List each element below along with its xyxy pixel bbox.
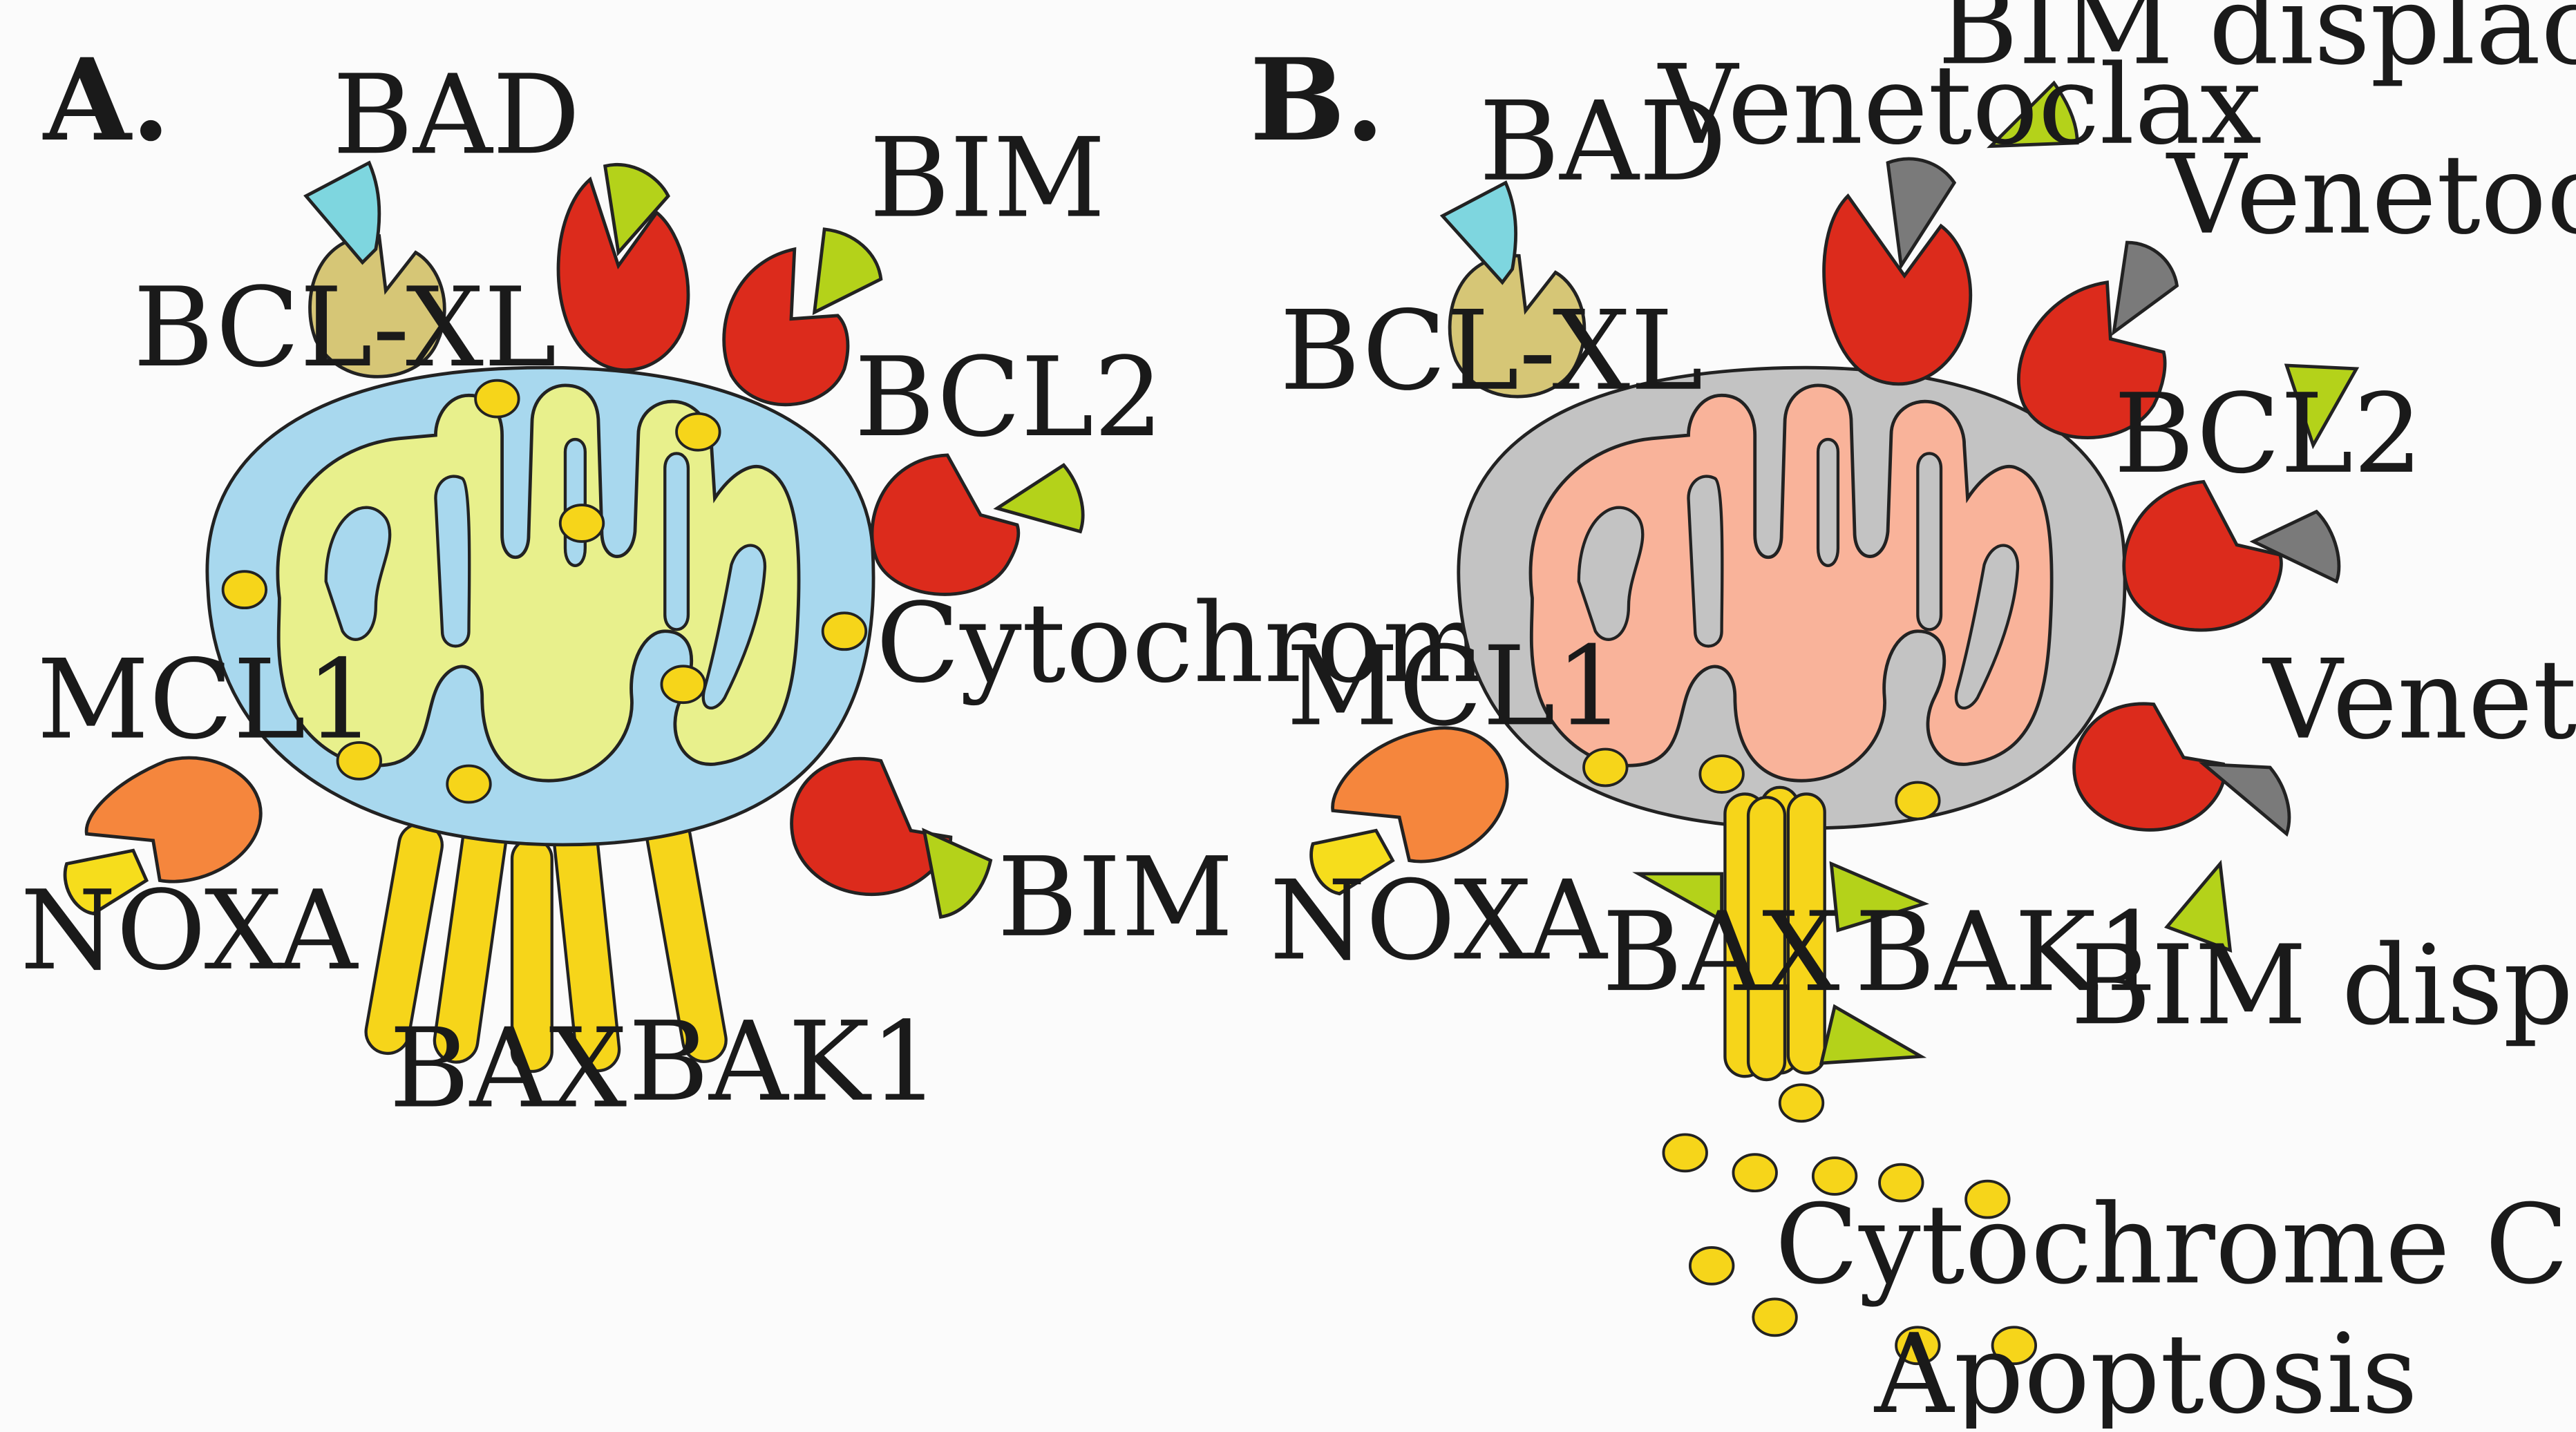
mcl1-protein-b — [1309, 726, 1509, 896]
bcl2-protein-b1 — [1822, 157, 1973, 386]
label-mcl1-a: MCL1 — [37, 637, 375, 764]
bcl2-protein-b3 — [2122, 479, 2341, 632]
label-bim-top-a: BIM — [869, 115, 1106, 242]
mitochondrion-a — [205, 365, 875, 847]
bcl2-protein-a4 — [790, 756, 993, 919]
label-cytochrome-c-b: Cytochrome C — [1775, 1181, 2569, 1308]
label-bak1-a: BAK1 — [628, 999, 940, 1126]
panel-a: A. — [20, 33, 1669, 1133]
label-venetoclax-3-b: Venetoclax — [2262, 637, 2576, 764]
bim-ligand-a2 — [812, 227, 883, 316]
label-bax-b: BAX — [1602, 889, 1839, 1016]
panel-b: B. — [1250, 0, 2576, 1432]
bim-ligand-a4 — [922, 828, 993, 919]
label-bad-a: BAD — [332, 52, 580, 179]
bim-displaced-top-b — [1987, 80, 2079, 149]
label-bim-bottom-a: BIM — [997, 834, 1233, 962]
bcl2-protein-b4 — [2072, 702, 2291, 837]
label-bcl-xl-a: BCL-XL — [133, 265, 557, 392]
label-bax-a: BAX — [389, 1005, 627, 1132]
bcl-xl-protein-b — [1439, 180, 1587, 399]
bim-displaced-mid-b — [2284, 363, 2360, 450]
bcl2-protein-b2 — [2017, 240, 2179, 439]
label-mcl1-b: MCL1 — [1287, 623, 1625, 750]
label-noxa-b: NOXA — [1270, 857, 1609, 984]
label-bak1-b: BAK1 — [1855, 889, 2166, 1016]
label-bcl2-b: BCL2 — [2114, 371, 2423, 498]
venetoclax-drug-b2 — [2111, 240, 2179, 336]
noxa-ligand-a — [63, 848, 149, 916]
label-bcl-xl-b: BCL-XL — [1280, 288, 1703, 415]
label-bim-displacement-bottom-b: BIM displacement — [2071, 922, 2576, 1049]
label-bcl2-a: BCL2 — [854, 334, 1163, 461]
label-venetoclax-2-b: Venetoclax — [2166, 132, 2576, 259]
label-venetoclax-1-b: Venetoclax — [1657, 42, 2262, 169]
bcl2-protein-a2 — [722, 227, 883, 407]
bax-bak-pore-b — [1723, 785, 1826, 1082]
bim-ligand-a1 — [603, 162, 670, 256]
label-apoptosis-b: Apoptosis — [1874, 1311, 2418, 1429]
bcl-xl-protein-a — [303, 160, 446, 379]
mcl1-protein-a — [63, 756, 263, 916]
bim-displaced-bottom-b — [2164, 859, 2233, 953]
mitochondrion-b — [1457, 365, 2127, 830]
panel-b-label: B. — [1250, 33, 1385, 166]
label-bad-b: BAD — [1479, 79, 1727, 206]
bcl2-protein-a3 — [870, 453, 1085, 596]
bad-ligand-a — [303, 160, 381, 265]
label-bim-displacement-top-b: BIM displacement — [1938, 0, 2576, 89]
panel-a-label: A. — [42, 33, 171, 166]
bim-ligand-a3 — [993, 463, 1085, 534]
noxa-ligand-b — [1309, 828, 1395, 896]
bcl2-protein-a1 — [556, 162, 690, 372]
bad-ligand-b — [1439, 180, 1518, 285]
venetoclax-drug-b4 — [2198, 762, 2291, 837]
venetoclax-drug-b3 — [2249, 509, 2341, 584]
label-noxa-a: NOXA — [20, 868, 359, 995]
venetoclax-drug-b1 — [1886, 157, 1957, 271]
bim-activators-b — [1632, 861, 1929, 1065]
